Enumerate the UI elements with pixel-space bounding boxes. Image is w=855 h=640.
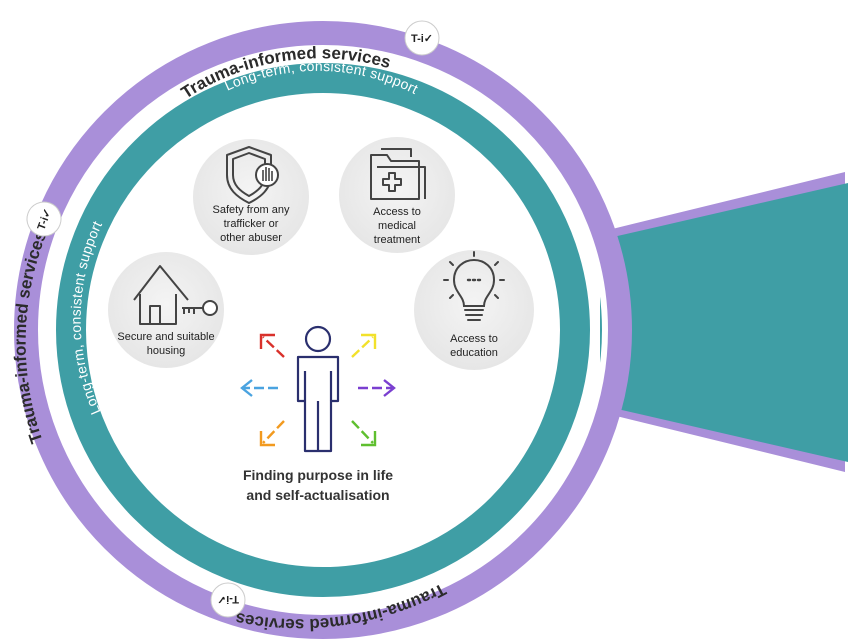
badge-top: T-i✓	[404, 20, 440, 56]
node-medical-label-3: treatment	[374, 234, 420, 246]
node-education: Access to education	[414, 250, 534, 370]
node-medical-label-2: medical	[378, 220, 416, 232]
outer-ring-gap	[38, 45, 608, 615]
badge-bottom-text: T-i✓	[217, 593, 239, 605]
inner-ring	[56, 63, 590, 597]
arrow-up-right	[351, 333, 377, 358]
arrow-down-right	[351, 420, 377, 447]
node-safety-label-2: trafficker or	[224, 218, 279, 230]
arrow-up-left	[259, 333, 285, 358]
house-key-icon	[133, 265, 218, 325]
arrow-right	[358, 379, 396, 397]
badge-left: T-i✓	[26, 201, 62, 237]
node-housing: Secure and suitable housing	[108, 252, 224, 368]
node-safety-label-3: other abuser	[220, 232, 282, 244]
center-caption-line-1: Finding purpose in life	[243, 467, 393, 483]
outer-ring	[14, 21, 632, 639]
medical-folder-icon	[370, 148, 426, 200]
center-caption-line-2: and self-actualisation	[246, 487, 389, 503]
arrow-left	[240, 379, 278, 397]
node-medical-label-1: Access to	[373, 206, 421, 218]
node-education-label-1: Access to	[450, 333, 498, 345]
badge-bottom: T-i✓	[210, 582, 246, 618]
person-icon	[296, 325, 340, 453]
shield-hand-icon	[226, 146, 279, 204]
arrow-down-left	[259, 420, 285, 447]
funnel-teal-body	[600, 183, 848, 462]
center-person: Finding purpose in life and self-actuali…	[240, 325, 396, 503]
funnel	[600, 172, 848, 472]
lightbulb-icon	[443, 251, 505, 321]
node-housing-label-1: Secure and suitable	[117, 331, 214, 343]
badge-top-text: T-i✓	[411, 33, 433, 45]
node-education-label-2: education	[450, 347, 498, 359]
node-medical: Access to medical treatment	[339, 137, 455, 253]
node-safety: Safety from any trafficker or other abus…	[193, 139, 309, 255]
node-housing-label-2: housing	[147, 345, 186, 357]
node-safety-label-1: Safety from any	[212, 204, 290, 216]
